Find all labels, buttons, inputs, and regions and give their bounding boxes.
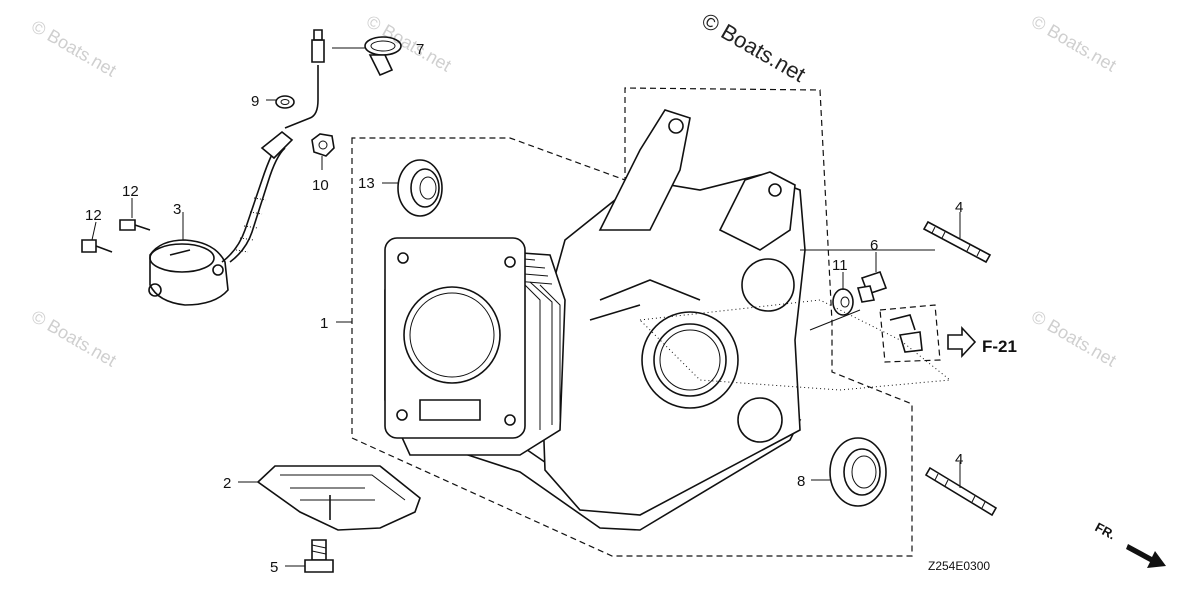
reference-arrow-icon [947, 325, 977, 359]
part-4-stud-lower [924, 466, 998, 517]
callout-11: 11 [832, 257, 848, 274]
leader-lines [91, 47, 961, 567]
part-9-washer [275, 95, 295, 109]
front-arrow-icon [1126, 544, 1166, 568]
part-10-nut [311, 133, 335, 157]
callout-1: 1 [320, 315, 328, 332]
drawing-code: Z254E0300 [928, 559, 990, 573]
callout-4-upper: 4 [955, 199, 963, 216]
reference-label: F-21 [982, 337, 1017, 356]
callout-10: 10 [312, 177, 329, 194]
callout-13: 13 [358, 175, 375, 192]
callout-9: 9 [251, 93, 259, 110]
watermark-top-left: © Boats.net [28, 16, 120, 80]
part-13-bearing [397, 159, 443, 217]
part-4-stud-upper [922, 220, 992, 264]
part-7-clamp [364, 36, 402, 77]
reference-inset: F-21 [879, 304, 1017, 363]
part-12-bolts [81, 219, 151, 253]
callout-12-upper: 12 [122, 183, 139, 200]
part-8-oil-seal [829, 437, 887, 507]
part-11-washer [832, 288, 854, 316]
front-indicator-label: FR. [1093, 519, 1119, 542]
callout-3: 3 [173, 201, 181, 218]
watermark-mid-right: © Boats.net [1028, 306, 1120, 370]
callout-2: 2 [223, 475, 231, 492]
assembly-boundary [351, 87, 913, 557]
watermark-mid-left: © Boats.net [28, 306, 120, 370]
watermark-main: © Boats.net [698, 8, 810, 87]
part-3-oil-switch [148, 239, 229, 306]
callout-4-lower: 4 [955, 451, 963, 468]
callout-5: 5 [270, 559, 278, 576]
part-5-bolt [304, 539, 334, 573]
switch-wire-harness [221, 29, 325, 263]
callout-8: 8 [797, 473, 805, 490]
cylinder-block [384, 109, 952, 531]
callout-12-lower: 12 [85, 207, 102, 224]
callout-numbers: 1 2 3 4 4 5 6 7 8 9 10 11 12 12 13 [85, 41, 963, 576]
watermark-top-right: © Boats.net [1028, 11, 1120, 75]
callout-7: 7 [416, 41, 424, 58]
part-6-bolt [856, 270, 888, 303]
front-indicator: FR. [1093, 519, 1166, 568]
callout-6: 6 [870, 237, 878, 254]
part-2-breather-plate [256, 465, 421, 531]
